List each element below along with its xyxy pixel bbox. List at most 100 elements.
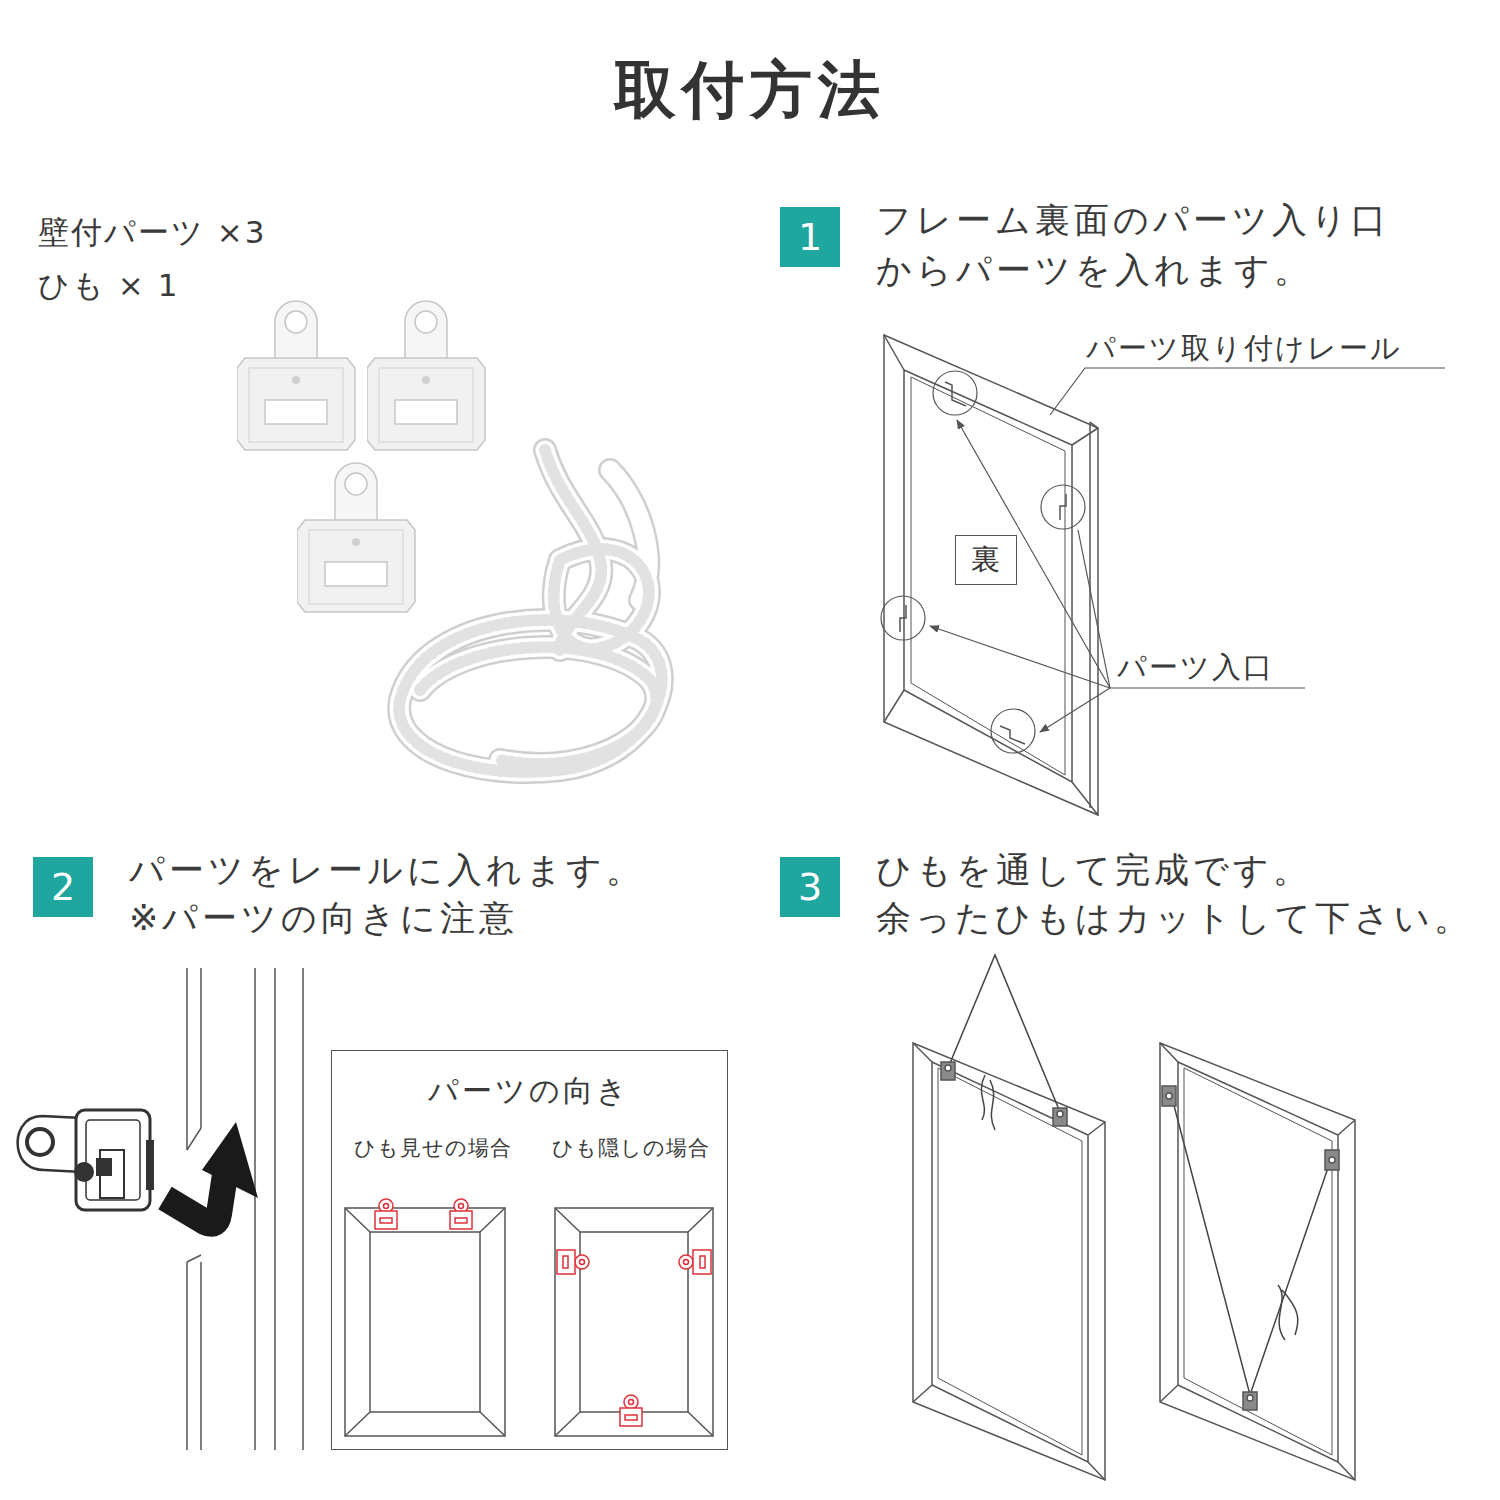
wall-clip-parts	[237, 301, 355, 450]
red-clip-marks	[679, 1255, 693, 1269]
leader-lines	[930, 626, 1110, 688]
back-side-label: 裏	[956, 536, 1015, 583]
step-instruction: ひもを通して完成です。	[876, 845, 1312, 895]
red-clip-marks	[693, 1250, 711, 1274]
rope-illustration	[399, 450, 662, 772]
red-clip-marks	[455, 1218, 467, 1223]
frame-back-view	[1090, 422, 1098, 428]
page-title: 取付方法	[0, 50, 1500, 130]
hung-frame-visible	[948, 955, 1060, 1112]
orientation-frames	[688, 1412, 713, 1436]
step-instruction: フレーム裏面のパーツ入り口 からパーツを入れます。	[876, 195, 1436, 295]
red-clip-marks	[450, 1211, 472, 1229]
clip-insert	[74, 1162, 94, 1182]
step-number-box: 3ひもを通して完成です。余ったひもはカットして下さい。	[780, 857, 840, 917]
leader-lines	[957, 420, 1110, 688]
clip-insert	[146, 1140, 154, 1190]
hung-frame-hidden	[1243, 1392, 1257, 1410]
frame-back-view	[884, 335, 1098, 815]
rail-section	[187, 1255, 201, 1262]
case-heading: ひも見せの場合	[333, 1133, 533, 1163]
rail-section	[186, 968, 188, 1150]
rail-section	[200, 968, 202, 1128]
hung-frame-hidden	[1172, 1098, 1330, 1395]
orientation-frames	[345, 1208, 505, 1436]
hung-frame-visible	[1057, 1111, 1063, 1117]
red-clip-marks	[625, 1415, 637, 1420]
callout-label: パーツ取り付けレール	[1086, 329, 1402, 367]
hung-frame-hidden	[1278, 1285, 1298, 1340]
step-note: 余ったひもはカットして下さい。	[876, 893, 1473, 943]
red-clip-marks	[629, 1400, 634, 1405]
orientation-panel: パーツの向きひも見せの場合ひも隠しの場合	[331, 1050, 728, 1450]
red-clip-marks	[575, 1255, 589, 1269]
parts-count: ひも × 1	[38, 265, 179, 305]
orientation-frames	[345, 1208, 370, 1232]
hung-frame-hidden	[1178, 1062, 1338, 1462]
hung-frame-hidden	[1338, 1462, 1355, 1480]
orientation-frames	[345, 1208, 713, 1436]
orientation-frames	[688, 1208, 713, 1232]
frame-back-view	[911, 377, 1065, 775]
red-clip-marks	[375, 1199, 711, 1426]
orientation-frames	[480, 1412, 505, 1436]
red-clip-marks	[384, 1204, 389, 1209]
hung-frame-visible	[941, 1062, 955, 1080]
part-entry-circles	[945, 382, 966, 406]
hung-frame-hidden	[1160, 1043, 1355, 1480]
rope-illustration	[420, 647, 656, 764]
hung-frame-hidden	[1166, 1093, 1172, 1099]
wall-clip-parts	[367, 301, 485, 450]
hung-frame-visible	[1088, 1462, 1105, 1480]
hung-frame-hidden	[1160, 1043, 1355, 1480]
rail-section	[186, 1262, 188, 1450]
frame-back-view	[1072, 428, 1098, 445]
orientation-frames	[555, 1208, 580, 1232]
clip-insert	[27, 1129, 53, 1155]
orientation-frames	[580, 1232, 688, 1412]
hung-frame-hidden	[1338, 1120, 1355, 1135]
hung-frame-visible	[932, 1062, 1088, 1462]
hung-frame-visible	[913, 955, 1105, 1480]
part-entry-circles	[1000, 726, 1025, 744]
rail-section	[274, 968, 276, 1450]
clip-insert	[76, 1110, 150, 1210]
leader-lines	[1050, 368, 1445, 415]
orientation-frames	[480, 1208, 505, 1232]
orientation-frames	[345, 1412, 370, 1436]
red-clip-marks	[557, 1250, 575, 1274]
rope-illustration	[420, 647, 656, 764]
hung-frame-hidden	[1329, 1157, 1335, 1163]
rail-section	[302, 968, 304, 1450]
step-instruction: パーツをレールに入れます。	[129, 845, 645, 895]
hung-frame-visible	[981, 1075, 995, 1130]
hung-frame-visible	[945, 1065, 951, 1071]
red-clip-marks	[580, 1260, 585, 1265]
hung-frame-hidden	[1162, 1086, 1176, 1106]
rope-illustration	[399, 450, 662, 772]
part-entry-circles	[1041, 485, 1085, 529]
frame-back-view	[1072, 782, 1098, 815]
orientation-frames	[555, 1412, 580, 1436]
part-entry-circles	[900, 605, 906, 632]
rail-section	[200, 1262, 202, 1450]
parts-count: 壁付パーツ ×3	[38, 212, 267, 252]
leader-lines	[930, 368, 1445, 732]
red-clip-marks	[380, 1218, 392, 1223]
hung-frame-hidden	[1325, 1150, 1339, 1170]
clip-insert	[86, 1120, 140, 1200]
hung-frame-hidden	[1184, 1068, 1332, 1455]
part-entry-circles	[991, 709, 1035, 753]
rope-illustration	[420, 647, 656, 764]
frame-back-view	[1089, 422, 1091, 808]
wall-clip-parts	[237, 301, 485, 612]
rail-section	[187, 1128, 201, 1150]
red-clip-marks	[624, 1395, 638, 1409]
part-entry-circles	[933, 371, 977, 415]
hung-frame-visible	[1088, 1122, 1105, 1135]
part-entry-circles	[881, 596, 925, 640]
back-side-tag: 裏	[955, 535, 1017, 585]
leader-lines	[1110, 687, 1305, 688]
step-number-box: 2パーツをレールに入れます。※パーツの向きに注意	[33, 857, 93, 917]
